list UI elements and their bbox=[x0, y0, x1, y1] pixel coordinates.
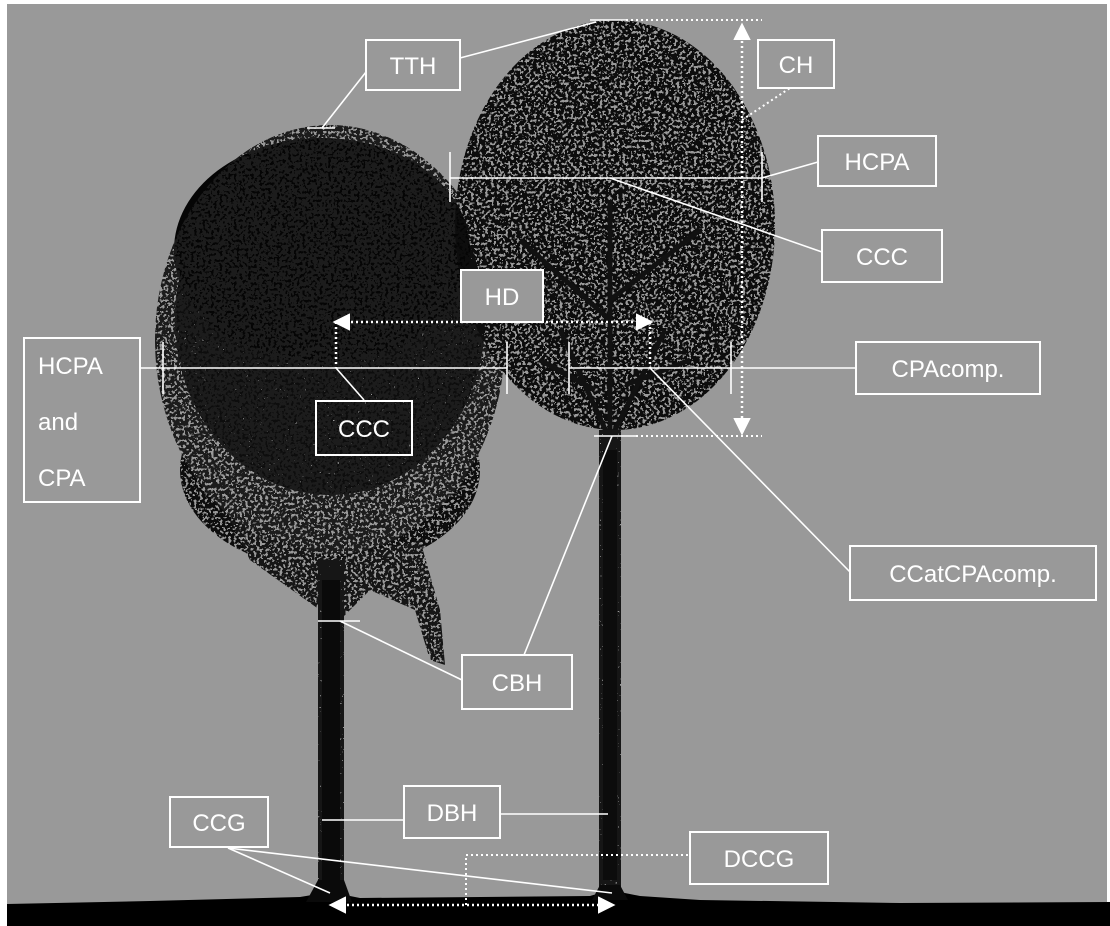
tth-text: TTH bbox=[390, 53, 437, 80]
ch-label: CH bbox=[757, 39, 835, 89]
ccg-text: CCG bbox=[192, 810, 245, 837]
cpacomp-text: CPAcomp. bbox=[892, 356, 1005, 383]
hcpa-right-leader bbox=[761, 161, 819, 179]
dbh-text: DBH bbox=[427, 800, 478, 827]
dccg-label: DCCG bbox=[689, 831, 829, 885]
right-tree-trunk-core bbox=[603, 450, 617, 880]
tth-leader bbox=[321, 71, 367, 129]
dccg-text: DCCG bbox=[724, 846, 795, 873]
ccatcpacomp-label: CCatCPAcomp. bbox=[849, 545, 1097, 601]
cbh-label: CBH bbox=[461, 654, 573, 710]
cbh-leader-right bbox=[523, 435, 613, 656]
tth-leader-ch bbox=[459, 21, 597, 59]
left-tree-trunk-core bbox=[322, 580, 340, 880]
hcpa-left-text-1: HCPA bbox=[38, 353, 103, 380]
ccc-right-label: CCC bbox=[821, 229, 943, 283]
hcpa-left-text-2: and bbox=[38, 409, 78, 436]
hcpa-left-label: HCPA and CPA bbox=[23, 337, 141, 503]
dbh-label: DBH bbox=[403, 785, 501, 839]
ch-text: CH bbox=[779, 52, 814, 79]
hcpa-left-text-3: CPA bbox=[38, 465, 86, 492]
cbh-leader-left bbox=[339, 620, 463, 681]
ccg-leader-right bbox=[227, 847, 613, 894]
left-tree bbox=[155, 125, 505, 902]
ccc-right-leader bbox=[609, 177, 823, 253]
tth-label: TTH bbox=[365, 39, 461, 91]
ccc-left-label: CCC bbox=[315, 400, 413, 456]
left-tree-crown-halo bbox=[155, 125, 505, 555]
hcpa-right-text: HCPA bbox=[845, 149, 910, 176]
hcpa-right-label: HCPA bbox=[817, 135, 937, 187]
cpacomp-label: CPAcomp. bbox=[855, 341, 1041, 395]
ccg-leader-left bbox=[227, 847, 331, 894]
hd-label: HD bbox=[460, 269, 544, 323]
ccatcpacomp-text: CCatCPAcomp. bbox=[889, 561, 1057, 588]
ccc-left-leader bbox=[335, 367, 365, 401]
cbh-text: CBH bbox=[492, 670, 543, 697]
ccg-label: CCG bbox=[169, 796, 269, 848]
ccc-right-text: CCC bbox=[856, 244, 908, 271]
ccatcpacomp-leader bbox=[649, 367, 851, 573]
ccc-left-text: CCC bbox=[338, 416, 390, 443]
hd-text: HD bbox=[485, 284, 520, 311]
